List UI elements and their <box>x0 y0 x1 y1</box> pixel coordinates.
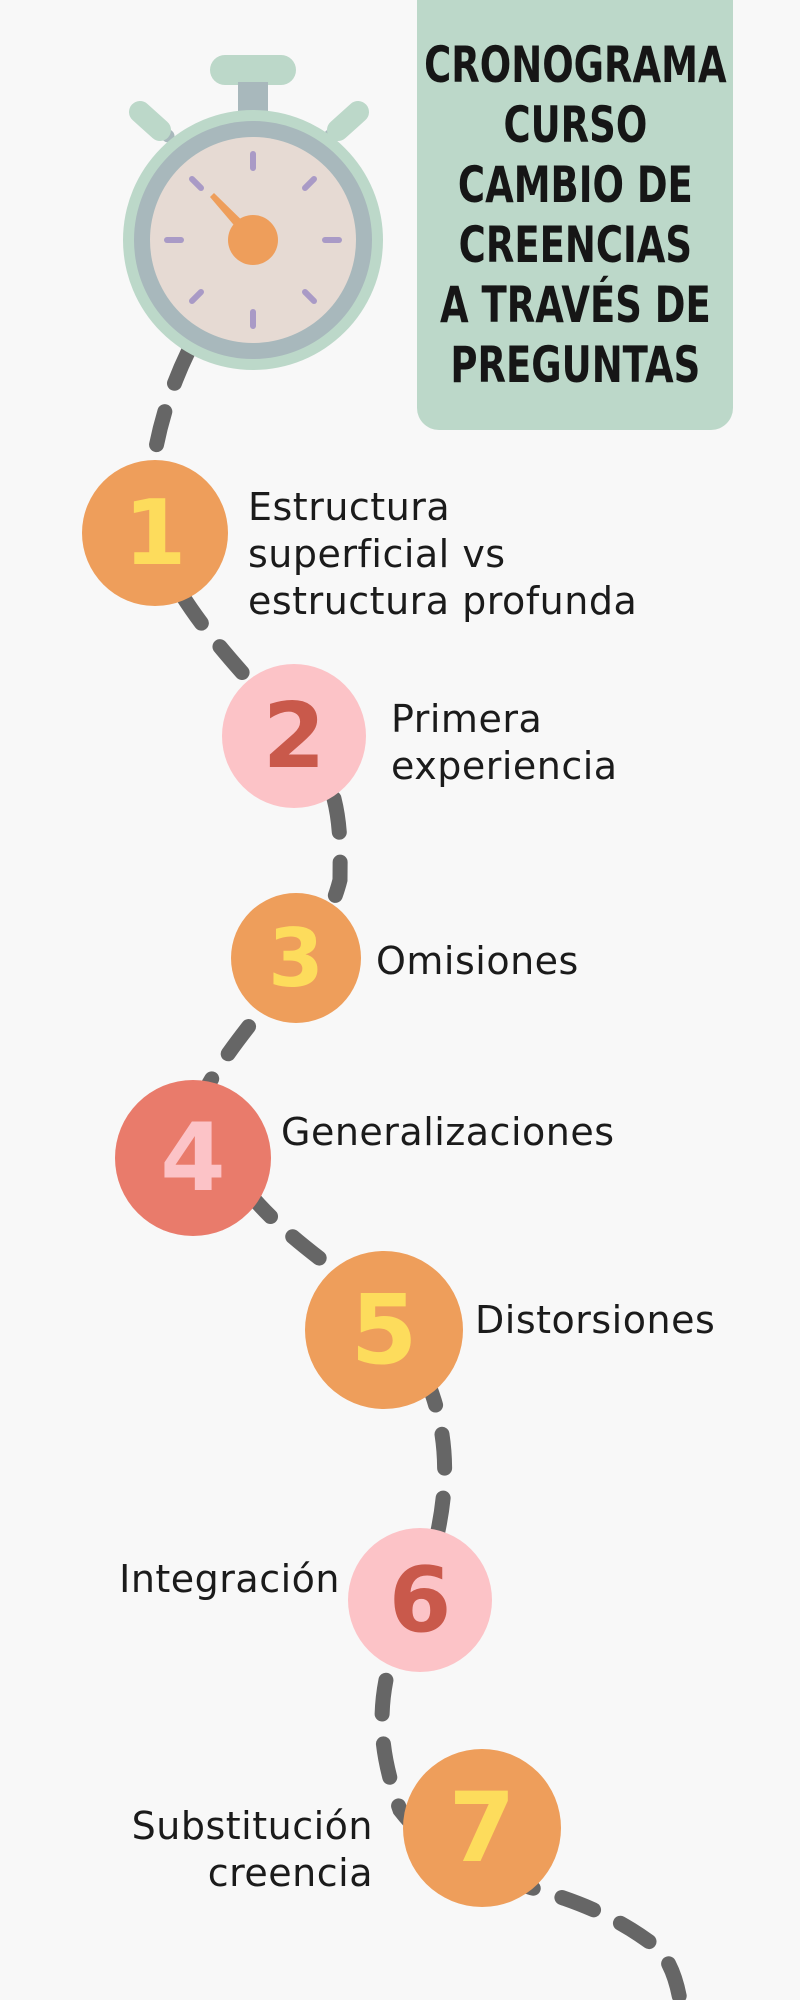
step-7-number: 7 <box>448 1772 516 1884</box>
step-6-label: Integración <box>119 1557 340 1601</box>
stopwatch-icon <box>123 55 383 370</box>
step-4-number: 4 <box>160 1103 226 1213</box>
step-3-circle: 3 <box>231 893 361 1023</box>
step-5-number: 5 <box>350 1274 418 1386</box>
step-3-label: Omisiones <box>376 939 579 983</box>
step-3-number: 3 <box>268 911 324 1005</box>
step-7-label: Substitución creencia <box>131 1804 373 1895</box>
step-1-circle: 1 <box>82 460 228 606</box>
step-5-circle: 5 <box>305 1251 463 1409</box>
page-title: CRONOGRAMA CURSO CAMBIO DE CREENCIAS A T… <box>423 36 727 394</box>
step-2-label: Primera experiencia <box>391 697 618 788</box>
step-4-label: Generalizaciones <box>281 1110 615 1154</box>
step-1-number: 1 <box>123 480 187 586</box>
step-5-label: Distorsiones <box>475 1298 716 1342</box>
step-2-number: 2 <box>262 683 326 789</box>
step-1-label: Estructura superficial vs estructura pro… <box>248 485 638 623</box>
title-banner: CRONOGRAMA CURSO CAMBIO DE CREENCIAS A T… <box>417 0 733 430</box>
step-2-circle: 2 <box>222 664 366 808</box>
step-6-circle: 6 <box>348 1528 492 1672</box>
step-6-number: 6 <box>388 1547 452 1653</box>
step-7-circle: 7 <box>403 1749 561 1907</box>
step-4-circle: 4 <box>115 1080 271 1236</box>
